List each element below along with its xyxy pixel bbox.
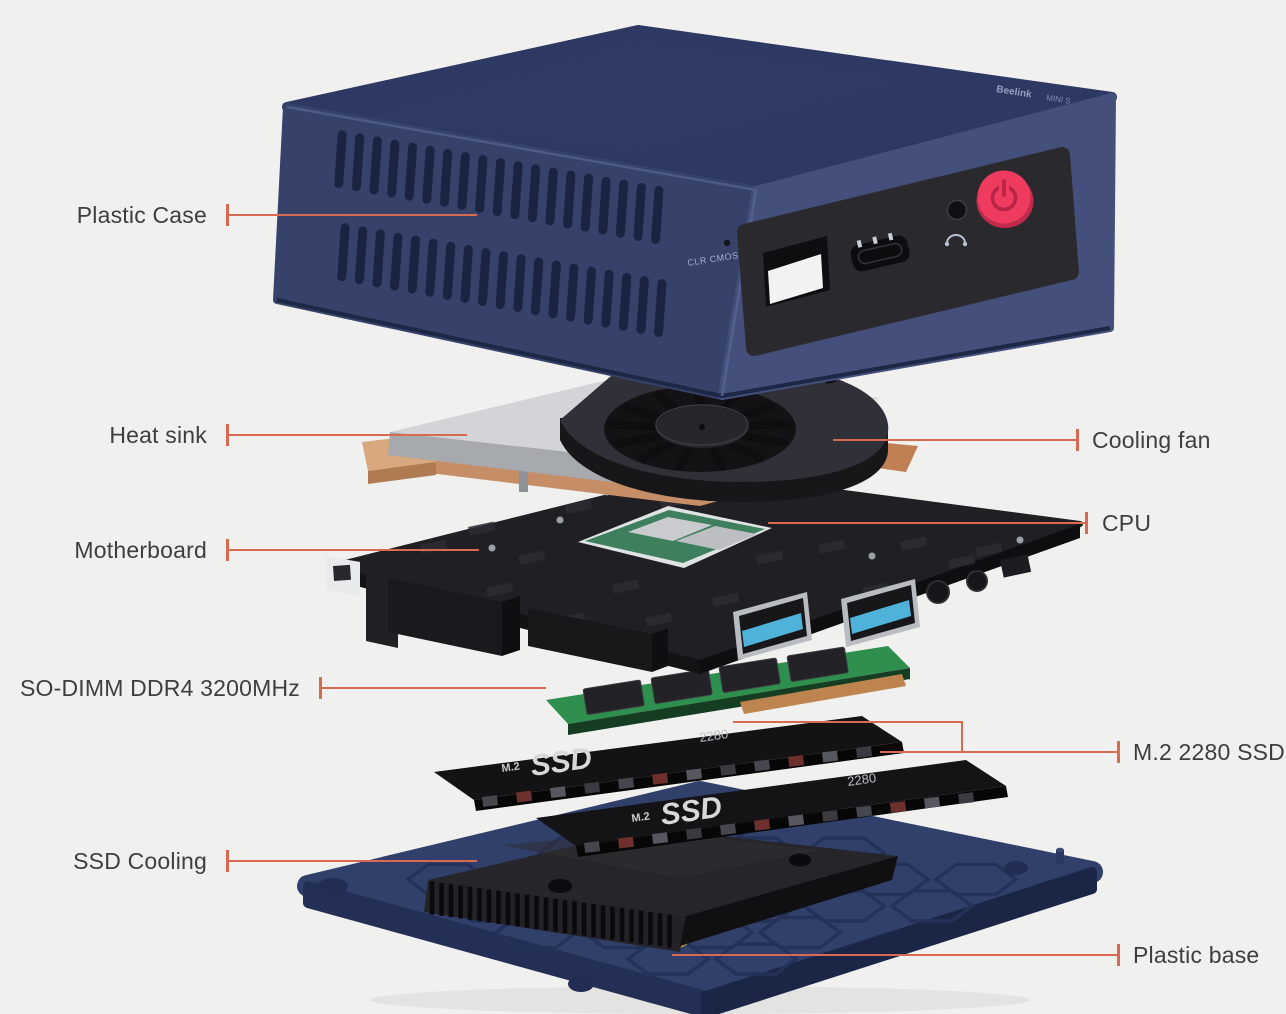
callout-motherboard-line [229, 548, 479, 552]
callout-cpu-line [768, 521, 1086, 525]
logo-model-text: MINI S [1046, 93, 1072, 106]
headphone-jack [944, 199, 968, 247]
callout-m2-ssd-bracket [960, 721, 963, 752]
callout-plastic-base-tick [1116, 944, 1120, 966]
callout-m2-ssd-line-bottom [880, 750, 1118, 754]
callout-heat-sink-tick [225, 424, 229, 446]
callout-so-dimm-tick [318, 677, 322, 699]
plastic-case: Beelink MINI S CLR CMOS [273, 25, 1117, 400]
ram-chips [582, 646, 849, 715]
callout-plastic-base-label: Plastic base [1133, 942, 1260, 968]
callout-ssd-cooling-tick [225, 850, 229, 872]
callout-m2-ssd-line-top [733, 720, 963, 724]
audio-jack-2 [966, 570, 988, 592]
usb-port-1 [733, 592, 812, 660]
usb-a-front-port [763, 236, 830, 307]
ssd-top-m2-marking: M.2 [501, 761, 521, 775]
ssd-bottom-size-marking: 2280 [846, 770, 877, 789]
ssd-bottom: M.2 SSD 2280 [536, 760, 1008, 857]
ssd-top: M.2 SSD 2280 [434, 716, 904, 811]
callout-m2-ssd-label: M.2 2280 SSD [1133, 739, 1285, 765]
callout-motherboard-label: Motherboard [74, 537, 207, 563]
callout-so-dimm-line [322, 686, 546, 690]
clr-cmos-pinhole [723, 239, 731, 247]
side-vents [334, 130, 667, 337]
usb-c-front-port [850, 232, 910, 272]
ssd-bottom-components [584, 792, 975, 853]
audio-jack [926, 580, 950, 604]
power-button [976, 170, 1034, 228]
cpu-chip [578, 506, 772, 568]
callout-cooling-fan-label: Cooling fan [1092, 427, 1211, 453]
callout-so-dimm-label: SO-DIMM DDR4 3200MHz [19, 675, 300, 701]
callout-ssd-cooling-label: SSD Cooling [73, 848, 207, 874]
callout-cooling-fan-tick [1075, 429, 1079, 451]
callout-plastic-case-label: Plastic Case [76, 202, 207, 228]
callout-ssd-cooling-line [229, 859, 477, 863]
callout-cpu-tick [1084, 512, 1088, 534]
callout-m2-ssd-tick [1116, 741, 1120, 763]
front-io-panel: CLR CMOS [687, 147, 1079, 356]
headphone-icon [946, 234, 966, 244]
callout-plastic-case-line [229, 213, 477, 217]
callout-heat-sink-label: Heat sink [109, 422, 207, 448]
ssd-top-size-marking: 2280 [698, 726, 729, 745]
usb-port-2 [841, 579, 920, 647]
power-icon [990, 179, 1018, 212]
callout-cpu-label: CPU [1102, 510, 1152, 536]
ssd-top-components [481, 746, 873, 807]
callout-heat-sink-line [229, 433, 467, 437]
callout-plastic-base-line [672, 953, 1118, 957]
callout-cooling-fan-line [833, 438, 1077, 442]
callout-plastic-case-tick [225, 204, 229, 226]
ssd-bottom-m2-marking: M.2 [631, 811, 651, 825]
callout-motherboard-tick [225, 539, 229, 561]
ram-module [546, 646, 910, 735]
cooling-fins [429, 881, 672, 948]
